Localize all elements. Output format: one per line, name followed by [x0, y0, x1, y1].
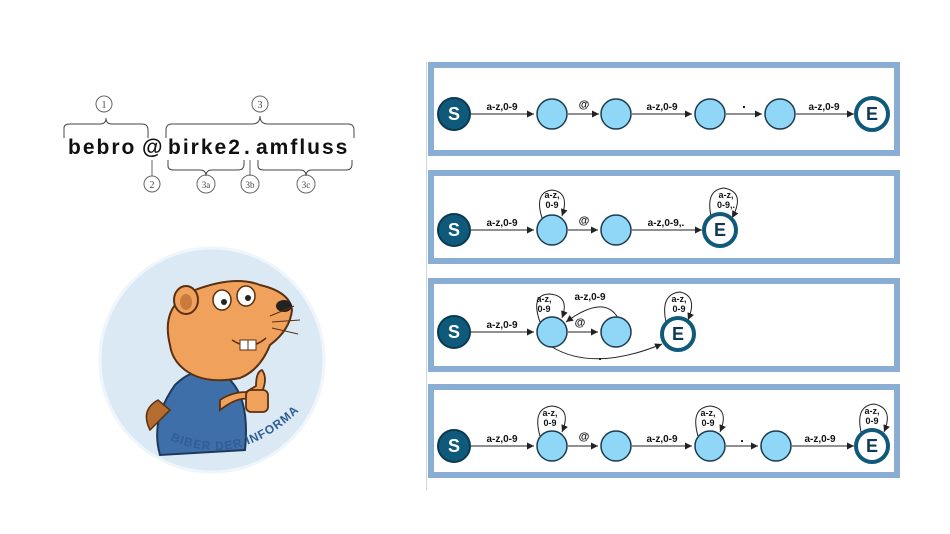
email-address: bebro @ birke2 . amfluss: [68, 136, 349, 159]
transition-label: a-z,0-9,.: [648, 218, 685, 229]
start-state: [437, 315, 471, 349]
state: [764, 98, 796, 130]
email-dot: .: [244, 136, 252, 159]
start-state: [437, 429, 471, 463]
automaton-panel-2: a-z,0-9 @ a-z,0-9,. a-z, 0-9 a-z, 0-9,. …: [428, 170, 900, 264]
transition-label: a-z,0-9: [486, 102, 518, 113]
transition-label: .: [598, 348, 602, 363]
marker-3b: 3b: [240, 174, 260, 194]
email-tld: amfluss: [256, 136, 349, 159]
start-state: [437, 213, 471, 247]
svg-text:3a: 3a: [202, 180, 211, 190]
email-local-part: bebro: [68, 136, 136, 159]
transition-label: a-z,0-9: [486, 320, 518, 331]
email-domain-name: birke2: [168, 136, 242, 159]
transition-label: .: [742, 95, 746, 111]
email-at-sign: @: [142, 136, 164, 159]
state: [760, 430, 792, 462]
loop-label: a-z,: [671, 294, 686, 304]
automaton-1: a-z,0-9 @ a-z,0-9 . a-z,0-9 S E: [437, 95, 890, 132]
transition-label: @: [579, 99, 590, 111]
loop-label: 0-9: [545, 200, 558, 210]
final-state: [854, 428, 890, 464]
marker-3c: 3c: [296, 174, 316, 194]
start-state-label: S: [448, 220, 460, 240]
automaton-panel-1: a-z,0-9 @ a-z,0-9 . a-z,0-9 S E: [428, 62, 900, 156]
loop-label: 0-9: [543, 418, 556, 428]
final-state: [854, 96, 890, 132]
state: [600, 316, 632, 348]
loop-label: 0-9,.: [717, 200, 735, 210]
biber-logo: BIBER DER INFORMATIK: [0, 0, 326, 474]
divider: [426, 62, 427, 490]
automaton-4: a-z,0-9 @ a-z,0-9 . a-z,0-9 a-z, 0-9 a-z…: [437, 403, 890, 464]
left-illustration: 1 3 bebro @ birke2 . amfluss 2 3a 3b 3c: [0, 0, 355, 474]
loop-label: a-z,: [536, 294, 551, 304]
transition-label: @: [579, 215, 590, 227]
svg-text:3: 3: [258, 100, 263, 111]
transition-label: a-z,0-9: [808, 102, 840, 113]
brace-1: [63, 117, 149, 138]
transition-label: a-z,0-9: [486, 218, 518, 229]
svg-text:2: 2: [150, 180, 155, 191]
loop-label: 0-9: [701, 418, 714, 428]
start-state-label: S: [448, 436, 460, 456]
state: [694, 430, 726, 462]
state: [694, 98, 726, 130]
transition-label: @: [579, 431, 590, 443]
state: [536, 316, 568, 348]
state: [600, 430, 632, 462]
transition-label: a-z,0-9: [574, 292, 606, 303]
loop-label: 0-9: [865, 416, 878, 426]
start-state-label: S: [448, 104, 460, 124]
start-state-label: S: [448, 322, 460, 342]
transition-label: a-z,0-9: [486, 434, 518, 445]
final-state-label: E: [866, 436, 878, 456]
final-state-label: E: [866, 104, 878, 124]
automaton-2: a-z,0-9 @ a-z,0-9,. a-z, 0-9 a-z, 0-9,. …: [437, 187, 739, 248]
loop-label: a-z,: [544, 190, 559, 200]
state: [536, 98, 568, 130]
state: [536, 214, 568, 246]
state: [600, 214, 632, 246]
transition-label: .: [740, 430, 744, 445]
final-state: [660, 316, 696, 352]
brace-3a: [167, 160, 245, 177]
transition-label: @: [575, 317, 586, 329]
final-state: [702, 212, 738, 248]
automaton-3: a-z,0-9 @ a-z,0-9 . a-z, 0-9 a-z, 0-9 S …: [437, 291, 696, 363]
loop-label: a-z,: [718, 190, 733, 200]
transition-label: a-z,0-9: [646, 434, 678, 445]
marker-2: 2: [143, 175, 161, 193]
automaton-panel-4: a-z,0-9 @ a-z,0-9 . a-z,0-9 a-z, 0-9 a-z…: [428, 384, 900, 478]
marker-3: 3: [251, 95, 269, 113]
state: [600, 98, 632, 130]
loop-label: 0-9: [537, 304, 550, 314]
transition-label: a-z,0-9: [804, 434, 836, 445]
loop-label: a-z,: [700, 408, 715, 418]
final-state-label: E: [672, 324, 684, 344]
brace-3c: [257, 160, 353, 177]
transition-label: a-z,0-9: [646, 102, 678, 113]
svg-text:3b: 3b: [246, 180, 256, 190]
loop-label: a-z,: [542, 408, 557, 418]
marker-1: 1: [95, 95, 113, 113]
svg-text:3c: 3c: [302, 180, 311, 190]
loop-label: a-z,: [864, 406, 879, 416]
final-state-label: E: [714, 220, 726, 240]
svg-text:1: 1: [102, 100, 107, 111]
marker-3a: 3a: [196, 174, 216, 194]
start-state: [437, 97, 471, 131]
automaton-panel-3: a-z,0-9 @ a-z,0-9 . a-z, 0-9 a-z, 0-9 S …: [428, 278, 900, 372]
loop-label: 0-9: [672, 304, 685, 314]
state: [536, 430, 568, 462]
brace-3: [165, 115, 355, 138]
